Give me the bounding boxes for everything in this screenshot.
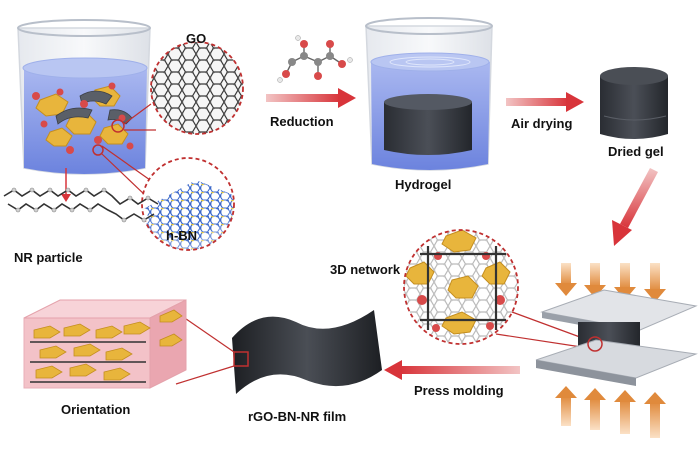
boron-nitride-zoom-icon [141, 157, 235, 251]
hbn-label: h-BN [166, 228, 198, 243]
diagonal-arrow [612, 168, 658, 246]
nr-particle-label: NR particle [14, 250, 83, 265]
reduction-arrow [266, 88, 356, 108]
orientation-stack-icon [23, 299, 187, 389]
beaker-icon [17, 19, 151, 175]
network-zoom-icon [403, 229, 519, 345]
press-plate-icon [535, 263, 698, 438]
network-3d-label: 3D network [330, 262, 401, 277]
reducing-agent-molecule-icon [277, 35, 353, 83]
press-molding-arrow [384, 360, 520, 380]
graphene-oxide-zoom-icon [150, 41, 244, 135]
go-label: GO [186, 31, 207, 46]
orientation-label: Orientation [61, 402, 131, 417]
zoom-connector [101, 103, 156, 197]
press-molding-label: Press molding [414, 383, 504, 398]
dried-gel-icon [600, 67, 668, 139]
air-drying-arrow [506, 92, 584, 112]
film-sheet-icon [232, 310, 382, 394]
air-drying-label: Air drying [511, 116, 573, 131]
film-label: rGO-BN-NR film [248, 409, 347, 424]
rubber-chain-icon [3, 189, 159, 221]
dried-gel-label: Dried gel [608, 144, 664, 159]
reduction-label: Reduction [270, 114, 334, 129]
hydrogel-beaker-icon [365, 17, 493, 171]
network-connector [495, 311, 589, 349]
hydrogel-label: Hydrogel [395, 177, 452, 192]
rubber-chain-atoms [11, 187, 151, 223]
